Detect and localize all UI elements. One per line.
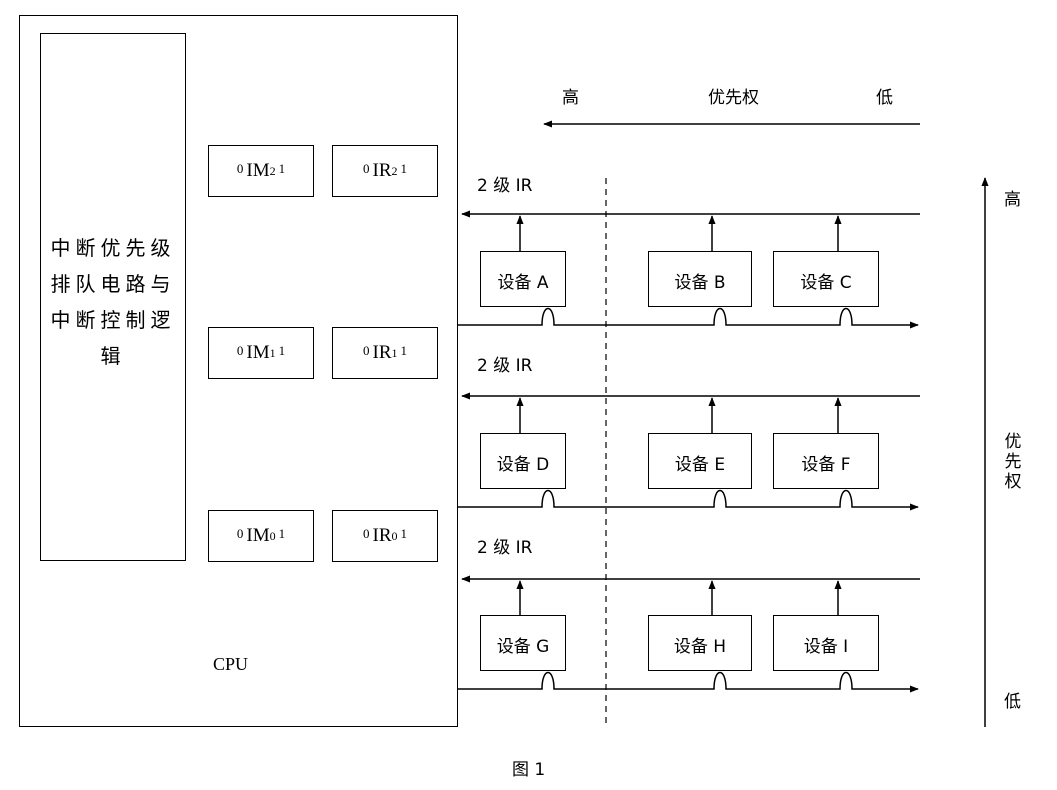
ir-level-label-row2: 2 级 IR [477, 356, 533, 376]
device-d: 设备 D [480, 433, 566, 489]
device-i: 设备 I [773, 615, 879, 671]
level2-acknowledge-bus [458, 671, 919, 693]
level0-acknowledge-bus [458, 307, 919, 329]
priority-label-top: 优先权 [708, 88, 759, 108]
priority-queue-control-block [40, 33, 186, 561]
device-f: 设备 F [773, 433, 879, 489]
device-g: 设备 G [480, 615, 566, 671]
priority-low-right: 低 [876, 88, 893, 108]
level1-acknowledge-bus [458, 489, 919, 511]
device-h: 设备 H [648, 615, 752, 671]
cpu-label: CPU [213, 654, 249, 674]
device-c: 设备 C [773, 251, 879, 307]
priority-high-left: 高 [562, 88, 579, 108]
device-a: 设备 A [480, 251, 566, 307]
device-e: 设备 E [648, 433, 752, 489]
priority-label-vertical: 优先权 [1004, 432, 1022, 492]
device-b: 设备 B [648, 251, 752, 307]
priority-high-top: 高 [1004, 190, 1021, 210]
priority-low-bottom: 低 [1004, 692, 1021, 712]
control-block-label: 中断优先级排队电路与中断控制逻辑 [50, 236, 176, 368]
figure-caption: 图 1 [512, 760, 546, 780]
ir-level-label-row3: 2 级 IR [477, 538, 533, 558]
ir-level-label-row1: 2 级 IR [477, 176, 533, 196]
